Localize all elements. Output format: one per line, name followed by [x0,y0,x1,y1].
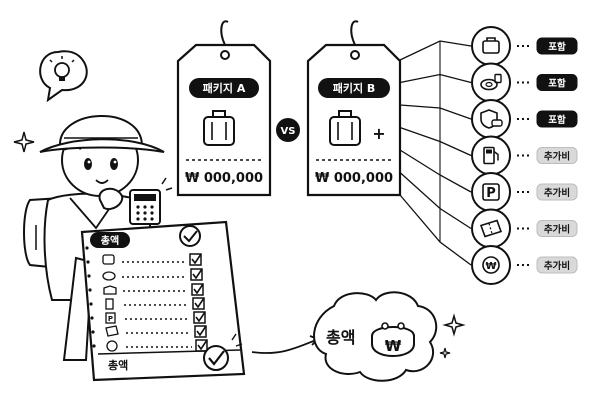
checklist-board: 총액 P [62,220,246,382]
item-row: 포함 [471,26,578,66]
connector-line [399,149,472,193]
item-row: 추가비 [471,135,578,176]
item-row: ₩ 추가비 [471,245,578,285]
item-row: P 추가비 [471,172,578,212]
svg-text:VS: VS [281,126,296,137]
tag-a-price: ₩ 000,000 [185,171,263,186]
svg-text:P: P [486,186,496,201]
arrow-to-total [251,339,317,354]
suitcase-icon [329,110,361,146]
extra-cost-badge [536,220,578,237]
item-row: 포함 [471,99,578,139]
plus-sign: + [372,124,385,143]
item-badge-label: 추가비 [544,260,570,272]
price-tag-a: 패키지 A ₩ 000,000 [176,20,272,197]
vs-badge: VS [276,118,300,142]
item-row: 추가비 [471,208,578,249]
fan-connectors [399,40,472,266]
item-row: 포함 [471,62,578,103]
item-icon-circle [471,26,511,66]
sparkle-icon [439,347,451,359]
extra-cost-badge [536,147,578,164]
won-coin-icon: ₩ [482,256,500,274]
checklist-row [102,268,203,281]
checklist-row [105,297,205,310]
connector-line [399,172,472,230]
checklist-row [103,283,204,296]
sparkle-icon [13,131,35,153]
coin-purse-icon: ₩ [371,322,415,357]
meal-icon [480,73,502,91]
included-badge [536,110,578,128]
checklist-title: 총액 [101,234,119,247]
extra-cost-badge [536,183,578,201]
total-label: 총액 [326,328,355,347]
included-badge [536,74,578,91]
connector-line [399,73,472,84]
item-badge-label: 포함 [548,78,566,90]
ticket-icon [479,219,503,238]
checklist-row [102,253,202,266]
connector-line [399,194,472,266]
item-badge-label: 포함 [548,41,566,53]
suitcase-icon [203,110,235,146]
price-tag-b: 패키지 B + ₩ 000,000 [306,20,402,197]
tag-b-price: ₩ 000,000 [315,171,393,186]
connector-line [399,104,472,120]
extra-cost-badge [536,256,578,274]
suitcase-icon [482,37,500,54]
fuel-pump-icon [483,146,499,165]
tag-b-label: 패키지 B [333,81,376,95]
checklist-footer: 총액 [108,358,128,372]
tag-a-label: 패키지 A [203,81,246,95]
checklist-row: P [105,311,206,324]
item-badge-label: 추가비 [544,187,570,199]
svg-text:P: P [108,315,113,323]
won-symbol: ₩ [385,337,402,355]
item-badge-label: 추가비 [544,151,570,163]
insurance-car-icon [480,109,503,129]
calculator-icon [129,177,173,225]
lightbulb-icon [49,56,75,81]
lightbulb-thought-bubble [39,50,88,103]
item-badge-label: 추가비 [544,224,570,236]
checklist-row [105,325,207,338]
item-badge-label: 포함 [548,114,566,126]
item-icon-circle [471,135,511,176]
included-badge [536,37,578,55]
item-icon-circle [471,245,511,285]
sparkle-icon [442,313,466,337]
connector-line [399,40,472,61]
total-cloud: 총액 ₩ [313,291,438,382]
parking-icon: P [482,183,500,201]
connector-line [399,126,472,157]
svg-text:₩: ₩ [485,261,496,272]
item-icon-circle [471,99,511,139]
